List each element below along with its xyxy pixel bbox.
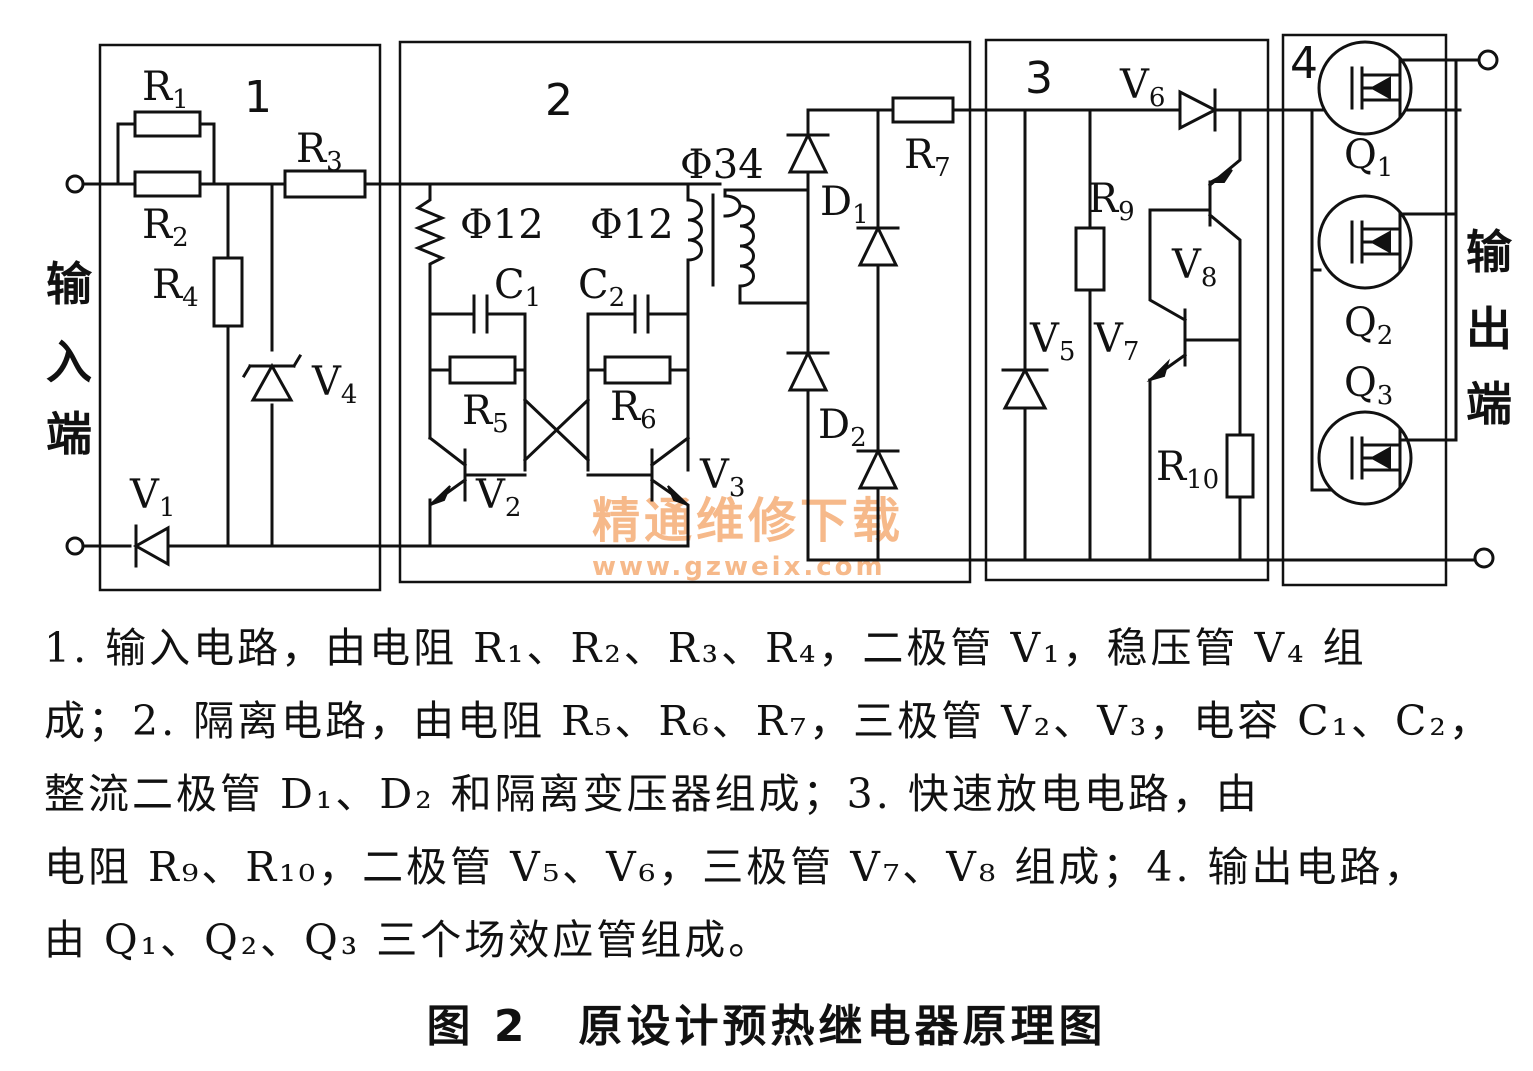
svg-text:端: 端 xyxy=(1466,377,1512,431)
block-2-box xyxy=(398,40,972,584)
label-r2: R2 xyxy=(142,202,189,253)
block-2-number: 2 xyxy=(545,75,573,126)
figure-number: 图 2 xyxy=(426,1001,529,1052)
caption-line: 电阻 R₉、R₁₀，二极管 V₅、V₆，三极管 V₇、V₈ 组成；4. 输出电路… xyxy=(44,843,1428,891)
resistor-r6 xyxy=(603,355,672,385)
block-1-box xyxy=(98,43,382,592)
figure-caption: 1. 输入电路，由电阻 R₁、R₂、R₃、R₄，二极管 V₁，稳压管 V₄ 组 … xyxy=(44,612,1494,977)
figure-title: 图 2 原设计预热继电器原理图 xyxy=(0,990,1533,1054)
resistor-r5 xyxy=(448,355,517,385)
transistor-v2 xyxy=(427,435,527,548)
label-r7: R7 xyxy=(904,132,951,183)
caption-line: 成；2. 隔离电路，由电阻 R₅、R₆、R₇，三极管 V₂、V₃，电容 C₁、C… xyxy=(44,697,1493,745)
diode-d2 xyxy=(857,447,899,490)
diode-bridge-lower-left xyxy=(787,349,829,392)
svg-text:输: 输 xyxy=(1466,225,1513,279)
transistor-v8 xyxy=(1148,180,1242,302)
label-phi12-left: Φ12 xyxy=(460,202,544,248)
label-phi12-right: Φ12 xyxy=(590,202,674,248)
input-terminal-top xyxy=(65,174,85,194)
svg-text:输: 输 xyxy=(46,257,93,311)
label-q3: Q3 xyxy=(1344,360,1393,411)
input-circuit xyxy=(65,110,722,568)
diode-d1 xyxy=(857,224,899,267)
label-r9: R9 xyxy=(1088,176,1135,227)
label-r10: R10 xyxy=(1156,444,1219,495)
figure-title-text: 原设计预热继电器原理图 xyxy=(578,1001,1107,1052)
resistor-r9 xyxy=(1074,226,1106,292)
diode-v6 xyxy=(1178,89,1219,131)
label-v1: V1 xyxy=(129,472,175,523)
input-label: 输 入 端 xyxy=(46,257,93,461)
label-v6: V6 xyxy=(1119,62,1165,113)
resistor-r7 xyxy=(891,96,955,124)
resistor-r4 xyxy=(212,256,244,328)
label-d2: D2 xyxy=(818,402,867,453)
block-3-box xyxy=(984,38,1270,582)
block-4-number: 4 xyxy=(1290,38,1318,89)
label-r6: R6 xyxy=(610,384,657,435)
label-r1: R1 xyxy=(142,64,189,115)
transistor-v3 xyxy=(586,435,691,548)
output-terminal-bottom xyxy=(1473,547,1495,569)
block-3-number: 3 xyxy=(1025,53,1053,104)
caption-line: 整流二极管 D₁、D₂ 和隔离变压器组成；3. 快速放电电路，由 xyxy=(44,770,1260,818)
label-c1: C1 xyxy=(494,262,541,313)
label-r5: R5 xyxy=(462,388,509,439)
capacitor-c1 xyxy=(472,294,489,334)
svg-text:出: 出 xyxy=(1466,302,1512,356)
block-4-box xyxy=(1281,33,1448,587)
label-phi34: Φ34 xyxy=(680,142,764,188)
diode-bridge-upper-left xyxy=(787,131,829,174)
block-boxes xyxy=(98,33,1448,592)
label-v5: V5 xyxy=(1029,316,1075,367)
label-v4: V4 xyxy=(311,359,357,410)
svg-text:端: 端 xyxy=(46,407,92,461)
watermark-line1: 精通维修下载 xyxy=(592,493,904,549)
input-terminal-bottom xyxy=(65,536,85,556)
coil-left xyxy=(414,182,446,292)
isolation-circuit xyxy=(414,96,1462,562)
zener-v4 xyxy=(250,362,294,402)
label-v7: V7 xyxy=(1093,316,1139,367)
caption-line: 1. 输入电路，由电阻 R₁、R₂、R₃、R₄，二极管 V₁，稳压管 V₄ 组 xyxy=(44,624,1367,672)
transistor-v7 xyxy=(1147,208,1242,383)
output-label: 输 出 端 xyxy=(1466,225,1513,431)
label-r3: R3 xyxy=(296,126,343,177)
label-v2: V2 xyxy=(475,472,521,523)
discharge-circuit xyxy=(1001,88,1255,562)
resistor-r3 xyxy=(283,169,367,199)
watermark: 精通维修下载 www.gzweix.com xyxy=(592,493,904,582)
label-v8: V8 xyxy=(1171,242,1217,293)
svg-text:入: 入 xyxy=(46,335,92,389)
diode-v1 xyxy=(132,525,170,567)
coil-primary-right xyxy=(686,182,703,292)
resistor-r2 xyxy=(133,170,202,198)
block-1-number: 1 xyxy=(244,72,272,123)
output-circuit xyxy=(1310,40,1499,569)
diode-v5 xyxy=(1002,366,1048,410)
watermark-line2: www.gzweix.com xyxy=(592,552,886,582)
coil-secondary xyxy=(723,194,755,288)
label-q2: Q2 xyxy=(1344,300,1393,351)
label-d1: D1 xyxy=(820,179,869,230)
label-r4: R4 xyxy=(152,262,199,313)
capacitor-c2 xyxy=(633,294,650,334)
caption-line: 由 Q₁、Q₂、Q₃ 三个场效应管组成。 xyxy=(44,916,773,964)
resistor-r1 xyxy=(133,110,202,138)
resistor-r10 xyxy=(1225,433,1255,499)
label-c2: C2 xyxy=(578,262,625,313)
label-q1: Q1 xyxy=(1344,132,1393,183)
circuit-schematic: 精通维修下载 www.gzweix.com 1 2 3 4 xyxy=(46,33,1513,592)
label-v3: V3 xyxy=(699,452,745,503)
output-terminal-top xyxy=(1477,49,1499,71)
